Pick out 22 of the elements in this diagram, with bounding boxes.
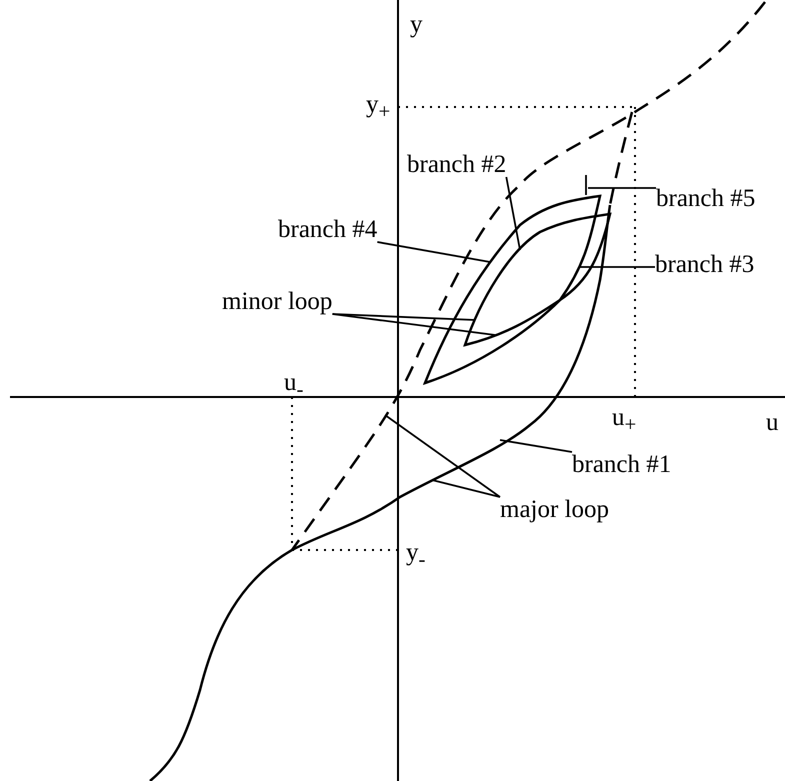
branch-label: branch #5	[656, 186, 756, 211]
leader-line	[500, 439, 572, 453]
leader-line	[580, 266, 655, 268]
leader-line	[332, 313, 496, 336]
axis-label: y$_{+}$	[366, 92, 390, 122]
branch-label: minor loop	[222, 289, 332, 314]
branch-label: major loop	[500, 497, 610, 522]
leader-line	[432, 479, 500, 498]
branch-label: branch #3	[655, 252, 754, 277]
branch-label: branch #2	[407, 152, 506, 177]
axis-label: u	[766, 410, 778, 435]
leader-line	[585, 174, 657, 196]
axis-label: u$_{-}$	[284, 370, 304, 400]
axis-label: u$_{+}$	[612, 405, 636, 435]
leader-line	[377, 241, 490, 263]
leader-line	[384, 414, 501, 498]
branch-label: branch #1	[572, 452, 672, 477]
branch-label: branch #4	[278, 217, 378, 242]
leader-line	[505, 176, 521, 250]
axis-label: y	[410, 12, 422, 37]
axis-label: y$_{-}$	[406, 540, 426, 570]
leader-line	[332, 313, 476, 321]
